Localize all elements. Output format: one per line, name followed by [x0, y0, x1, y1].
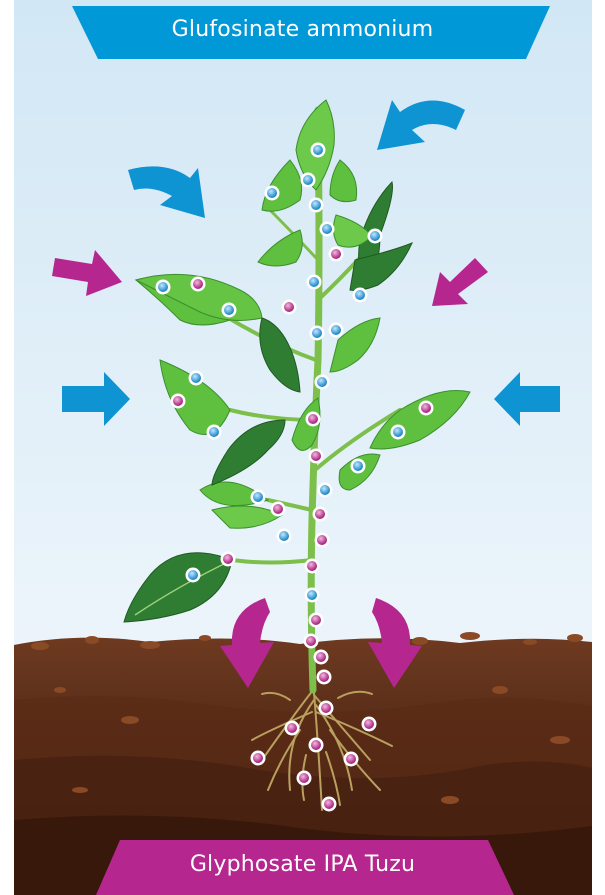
blue-particle-icon — [186, 568, 201, 583]
blue-particle-icon — [251, 490, 266, 505]
blue-particle-icon — [315, 375, 330, 390]
magenta-particle-icon — [315, 533, 330, 548]
blue-particle-icon — [368, 229, 383, 244]
magenta-particle-icon — [344, 752, 359, 767]
blue-particle-icon — [301, 173, 316, 188]
blue-particle-icon — [329, 323, 344, 338]
bottom-banner-title: Glyphosate IPA Tuzu — [0, 852, 605, 877]
magenta-particle-icon — [309, 449, 324, 464]
magenta-particle-icon — [306, 412, 321, 427]
magenta-particle-icon — [329, 247, 344, 262]
magenta-particle-icon — [304, 634, 319, 649]
magenta-particle-icon — [282, 300, 297, 315]
blue-particle-icon — [353, 288, 368, 303]
blue-particle-icon — [222, 303, 237, 318]
magenta-particle-icon — [313, 507, 328, 522]
blue-particle-icon — [351, 459, 366, 474]
magenta-particle-icon — [285, 721, 300, 736]
magenta-particle-icon — [305, 559, 320, 574]
blue-particle-icon — [309, 198, 324, 213]
blue-particle-icon — [156, 280, 171, 295]
blue-particle-icon — [207, 425, 222, 440]
magenta-particle-icon — [322, 797, 337, 812]
blue-particle-icon — [320, 222, 335, 237]
blue-particle-icon — [305, 588, 320, 603]
blue-particle-icon — [277, 529, 292, 544]
magenta-particle-icon — [297, 771, 312, 786]
blue-particle-icon — [310, 326, 325, 341]
magenta-particle-icon — [309, 613, 324, 628]
magenta-particle-icon — [362, 717, 377, 732]
magenta-particle-icon — [419, 401, 434, 416]
blue-particle-icon — [391, 425, 406, 440]
blue-particle-icon — [307, 275, 322, 290]
magenta-particle-icon — [251, 751, 266, 766]
magenta-particle-icon — [221, 552, 236, 567]
magenta-particle-icon — [314, 650, 329, 665]
magenta-particle-icon — [309, 738, 324, 753]
magenta-particle-icon — [317, 670, 332, 685]
blue-particle-icon — [311, 143, 326, 158]
blue-particle-icon — [265, 186, 280, 201]
blue-particle-icon — [189, 371, 204, 386]
top-banner-title: Glufosinate ammonium — [0, 17, 605, 42]
magenta-particle-icon — [319, 701, 334, 716]
magenta-particle-icon — [191, 277, 206, 292]
magenta-particle-icon — [171, 394, 186, 409]
magenta-particle-icon — [271, 502, 286, 517]
blue-particle-icon — [318, 483, 333, 498]
